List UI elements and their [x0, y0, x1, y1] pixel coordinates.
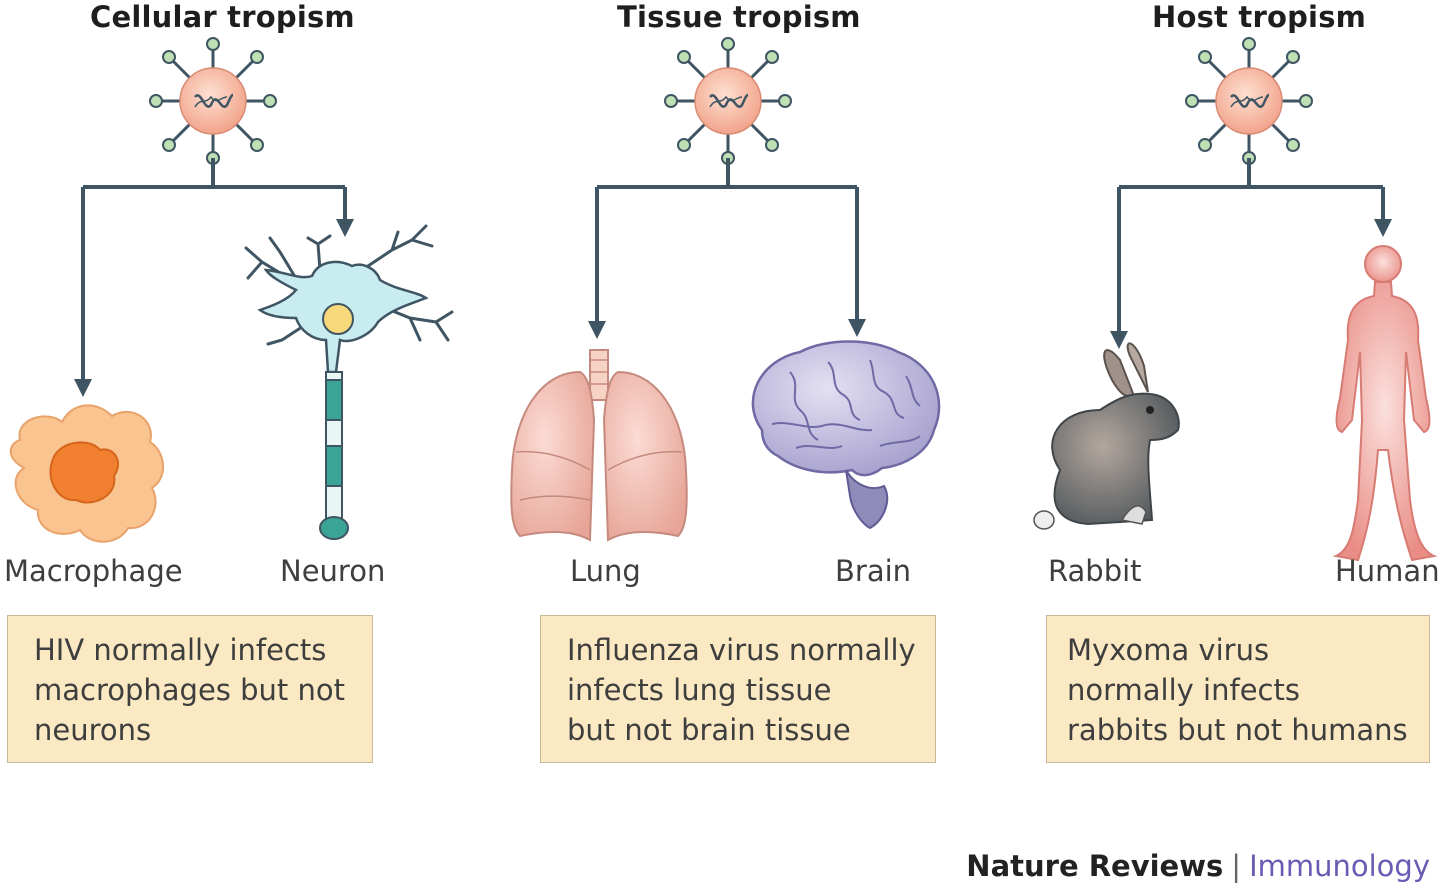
target-label-rabbit: Rabbit — [1048, 554, 1142, 588]
neuron-icon — [244, 224, 454, 540]
target-label-brain: Brain — [835, 554, 912, 588]
virus-icon — [1184, 36, 1314, 166]
description-line: macrophages but not — [34, 673, 345, 707]
brain-icon — [751, 340, 941, 530]
description-box-cellular: HIV normally infects macrophages but not… — [7, 615, 373, 763]
description-line: rabbits but not humans — [1067, 713, 1408, 747]
panel-title-cellular: Cellular tropism — [90, 0, 355, 34]
target-label-neuron: Neuron — [280, 554, 386, 588]
lung-icon — [510, 349, 688, 542]
description-line: Influenza virus normally — [567, 633, 916, 667]
panel-title-tissue: Tissue tropism — [617, 0, 861, 34]
description-box-host: Myxoma virus normally infects rabbits bu… — [1046, 615, 1430, 763]
description-line: Myxoma virus — [1067, 633, 1270, 667]
branch-arrows — [74, 158, 1392, 397]
macrophage-icon — [9, 404, 164, 543]
description-line: normally infects — [1067, 673, 1300, 707]
target-label-human: Human — [1335, 554, 1440, 588]
journal-name: Nature Reviews — [966, 849, 1224, 883]
description-line: HIV normally infects — [34, 633, 327, 667]
journal-subject: Immunology — [1249, 849, 1430, 883]
journal-credit: Nature Reviews|Immunology — [966, 849, 1430, 883]
description-line: but not brain tissue — [567, 713, 851, 747]
rabbit-icon — [1033, 342, 1180, 530]
description-line: neurons — [34, 713, 152, 747]
virus-icon — [663, 36, 793, 166]
target-label-macrophage: Macrophage — [4, 554, 183, 588]
description-line: infects lung tissue — [567, 673, 832, 707]
panel-title-host: Host tropism — [1152, 0, 1367, 34]
human-icon — [1332, 245, 1438, 562]
target-label-lung: Lung — [570, 554, 641, 588]
description-box-tissue: Influenza virus normally infects lung ti… — [540, 615, 936, 763]
virus-icon — [148, 36, 278, 166]
credit-separator: | — [1231, 849, 1242, 883]
